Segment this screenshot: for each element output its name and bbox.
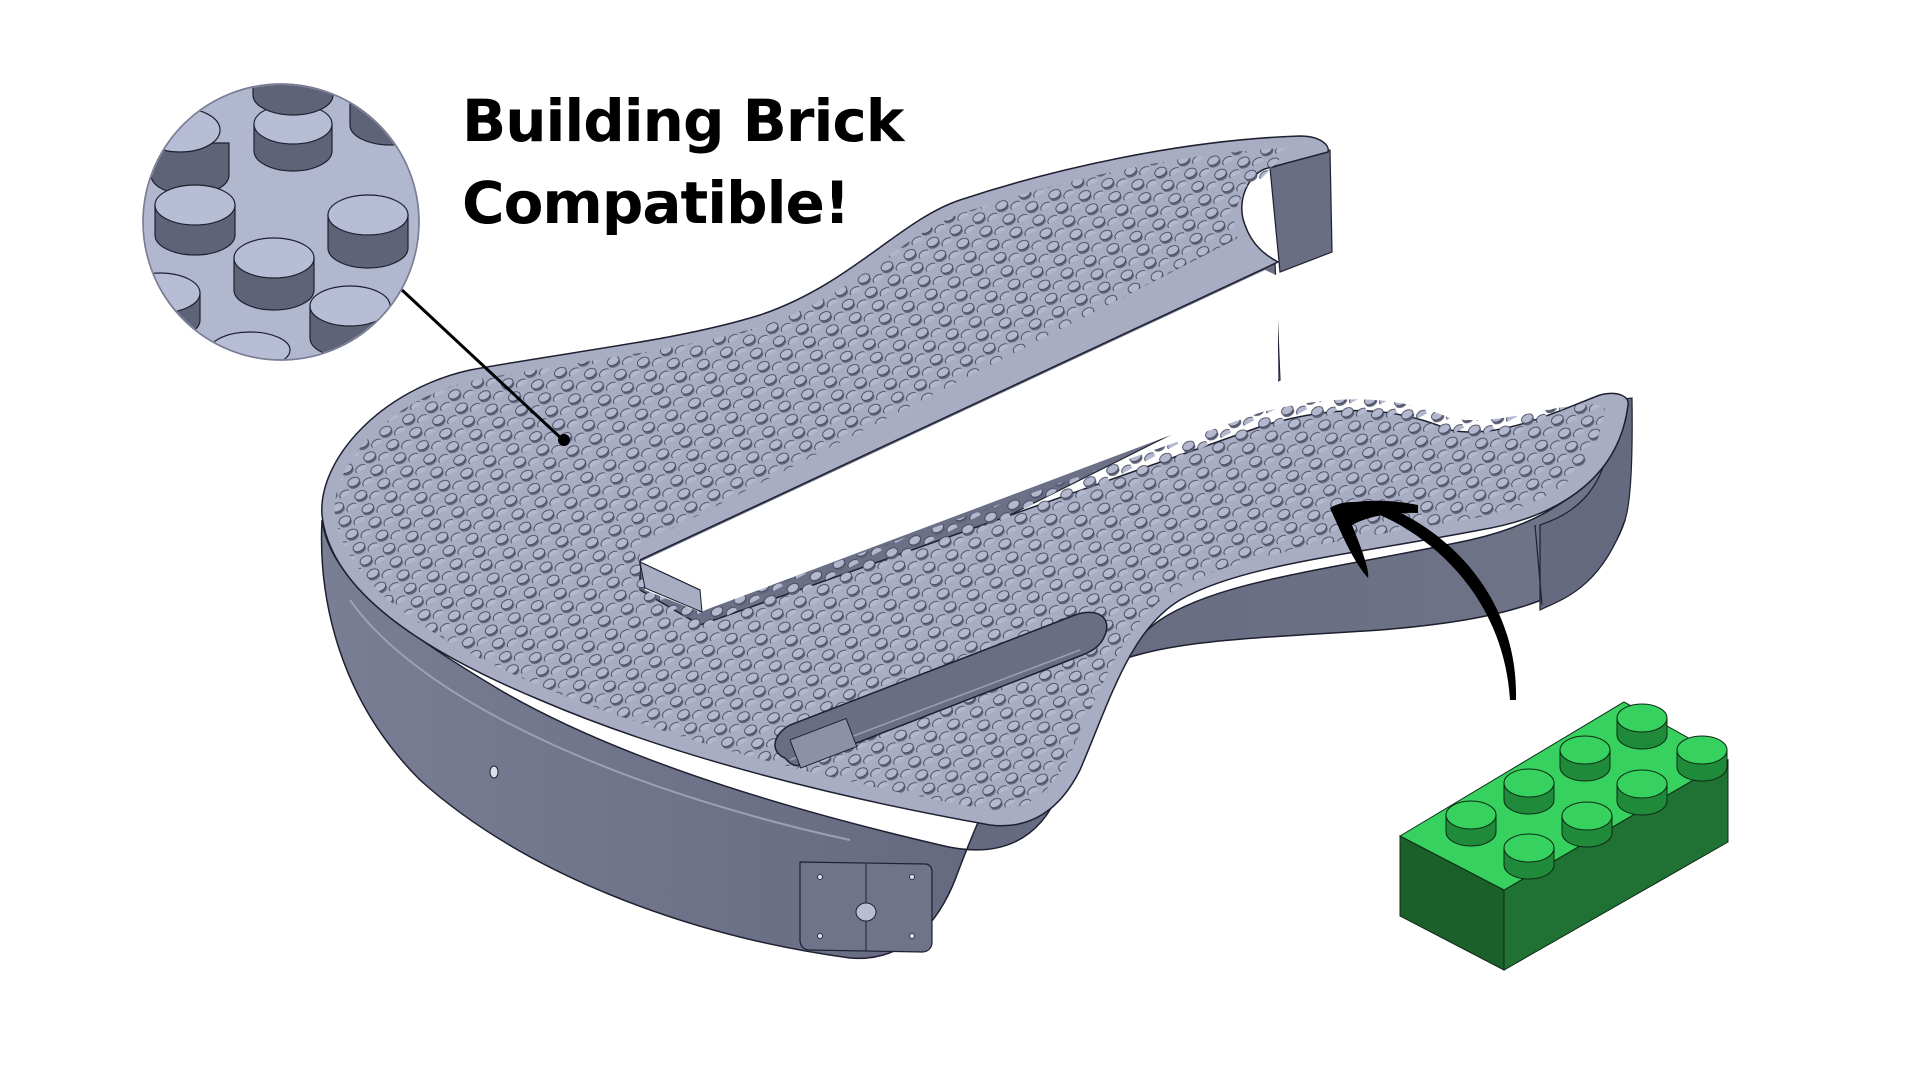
output-jack-icon (855, 902, 877, 922)
brick-stud (1616, 769, 1668, 816)
brick-stud (1445, 800, 1497, 847)
brick-stud (1503, 768, 1555, 815)
upper-horn-side (1269, 149, 1333, 273)
green-brick (1398, 701, 1730, 971)
brick-stud (1676, 735, 1728, 782)
headline-line-1: Building Brick (462, 87, 904, 155)
brick-stud (1503, 833, 1555, 880)
brick-stud (1616, 703, 1668, 750)
brick-stud (1561, 801, 1613, 848)
guitar-body (320, 135, 1633, 960)
cavity-lip (639, 561, 703, 613)
output-jack-plate (799, 861, 933, 953)
brick-stud (1559, 735, 1611, 782)
callout-anchor-dot (558, 434, 570, 446)
headline: Building Brick Compatible! (462, 80, 904, 244)
side-screw-hole (489, 765, 499, 779)
stud-field (334, 148, 1605, 811)
curved-arrow-icon (1330, 500, 1517, 700)
body-cavity-opening (640, 270, 1278, 612)
callout-leader-line (400, 288, 565, 442)
headline-line-2: Compatible! (462, 169, 850, 237)
pickup-slot (774, 611, 1108, 767)
